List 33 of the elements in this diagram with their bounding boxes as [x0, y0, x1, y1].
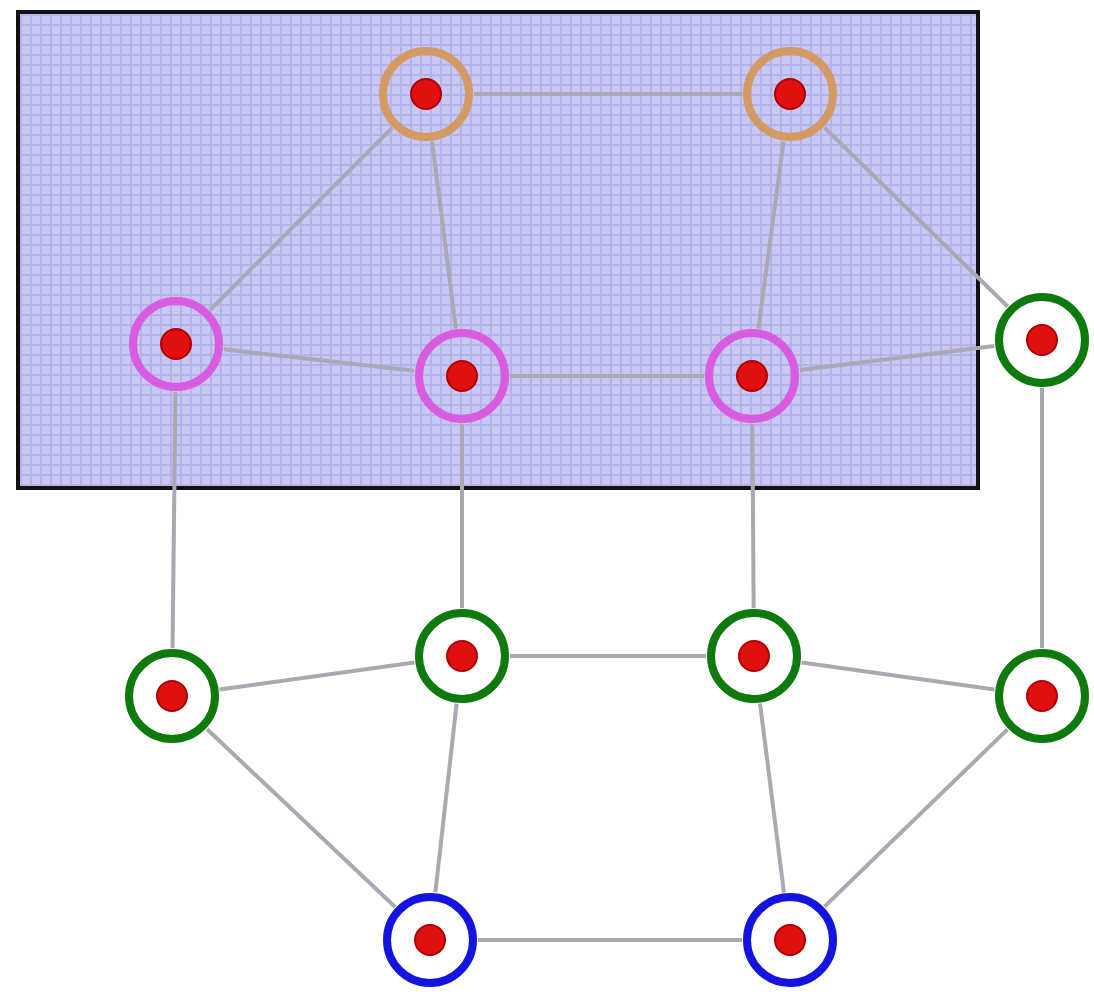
connector-line	[510, 654, 706, 658]
connector-line	[801, 660, 995, 692]
connector-line	[1040, 388, 1044, 648]
graph-node	[704, 328, 800, 424]
connector-line	[823, 727, 1009, 909]
graph-node	[378, 46, 474, 142]
graph-node	[128, 296, 224, 392]
connector-line	[430, 141, 458, 329]
connector-line	[756, 141, 786, 329]
grid-region	[16, 10, 980, 490]
connector-line	[478, 938, 742, 942]
connector-line	[223, 347, 415, 373]
graph-node	[994, 648, 1090, 744]
connector-line	[460, 424, 464, 608]
graph-node	[124, 648, 220, 744]
connector-line	[219, 660, 415, 692]
connector-line	[205, 727, 397, 909]
connector-line	[758, 703, 786, 893]
graph-node	[414, 608, 510, 704]
connector-line	[208, 126, 394, 312]
connector-line	[510, 374, 704, 378]
graph-node	[994, 292, 1090, 388]
connector-line	[474, 92, 742, 96]
connector-line	[822, 126, 1010, 308]
graph-node	[742, 46, 838, 142]
graph-node	[382, 892, 478, 988]
connector-line	[750, 424, 756, 608]
graph-node	[414, 328, 510, 424]
connector-line	[799, 343, 995, 373]
graph-node	[742, 892, 838, 988]
connector-line	[170, 391, 178, 649]
connector-line	[433, 703, 459, 893]
graph-node	[706, 608, 802, 704]
